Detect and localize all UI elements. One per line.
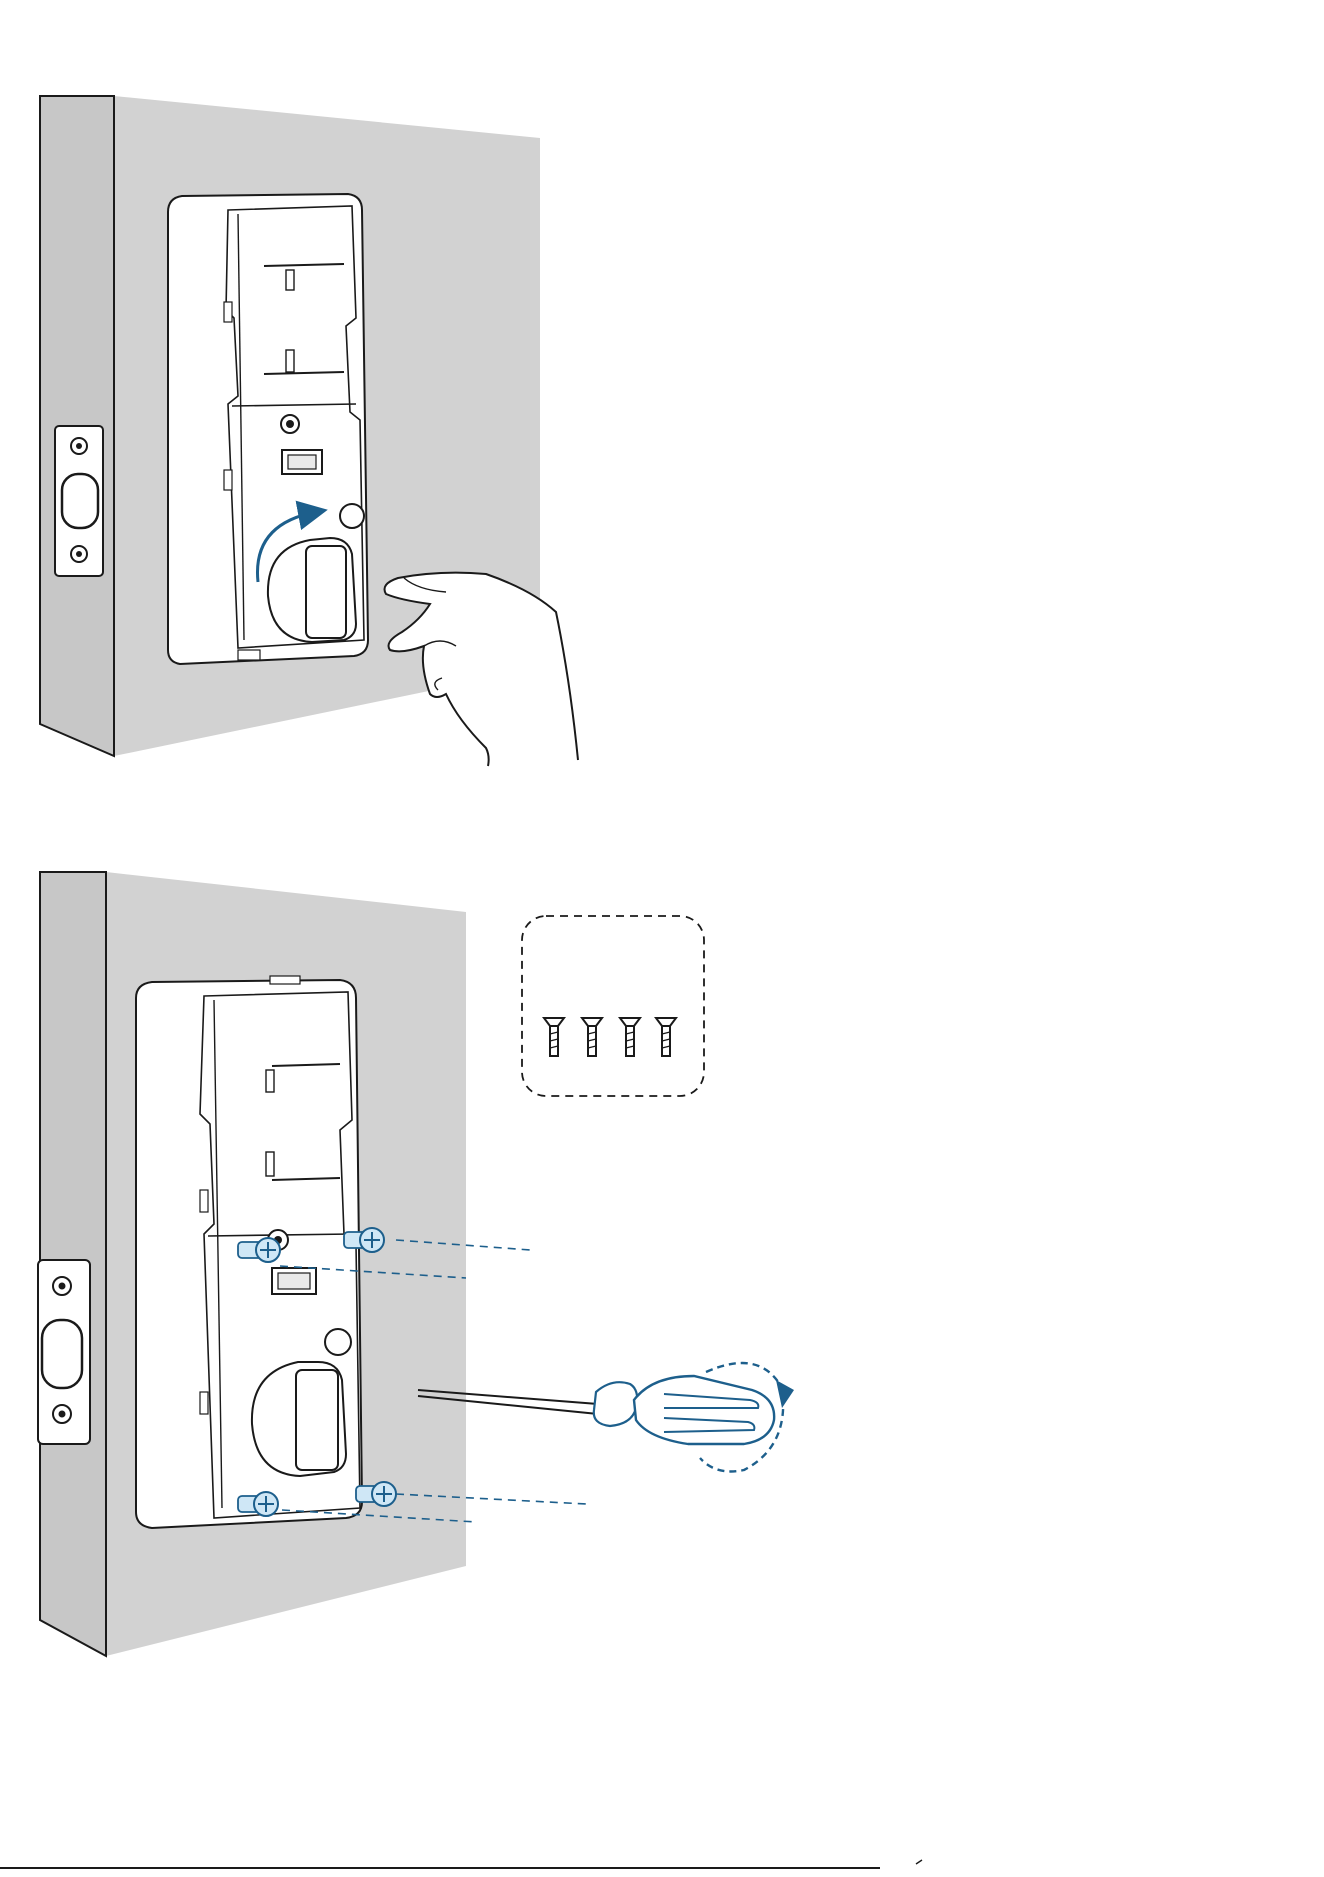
strike-plate (38, 1260, 90, 1444)
installed-screw-top-left (238, 1238, 280, 1262)
step-2-illustration (38, 872, 794, 1656)
mounting-plate (168, 194, 368, 664)
installed-screw-bottom-right (356, 1482, 396, 1506)
installed-screw-bottom-left (238, 1492, 278, 1516)
strike-plate (55, 426, 103, 576)
step-1-illustration (40, 96, 578, 766)
installed-screw-top-right (344, 1228, 384, 1252)
screw-callout-box (522, 916, 704, 1096)
screwdriver-icon (418, 1363, 794, 1472)
